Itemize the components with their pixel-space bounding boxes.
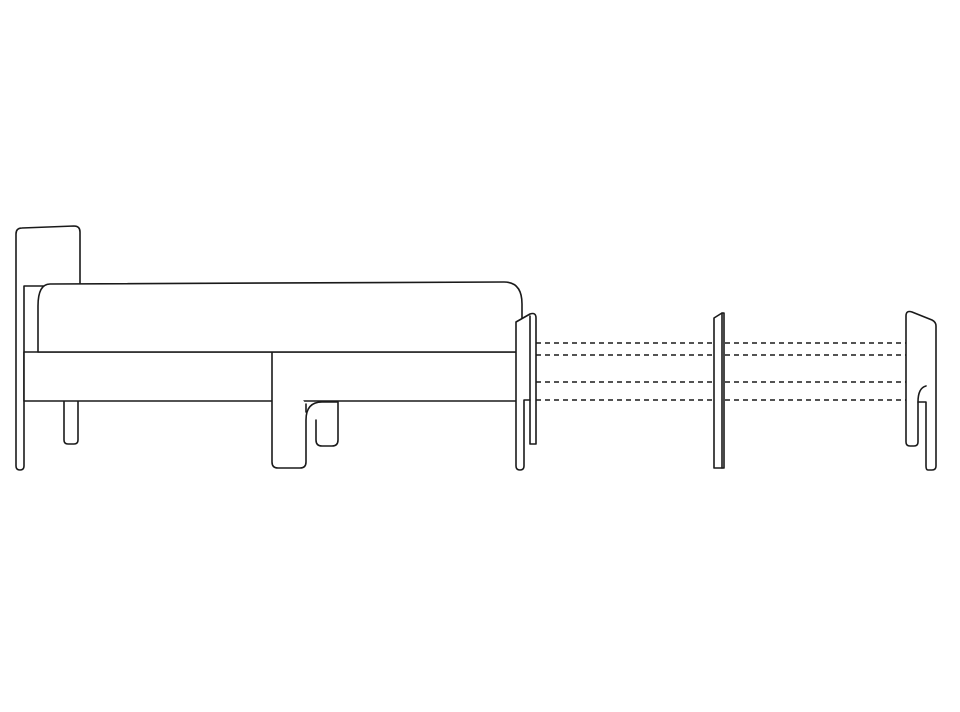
sliding-extension-leg [271,351,339,469]
mattress [37,281,523,353]
extension-footboard-notch [917,385,927,403]
head-leg [63,399,79,445]
footboard [515,312,537,471]
